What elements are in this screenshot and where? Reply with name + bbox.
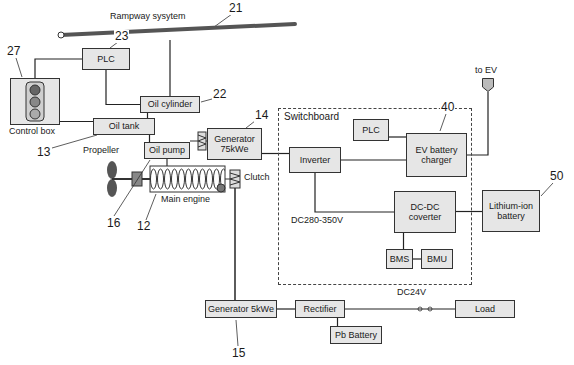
- wire: [456, 211, 482, 212]
- box-label: Lithium-ion battery: [485, 201, 537, 222]
- clutch-symbol: [225, 170, 240, 188]
- callout-number: 22: [212, 88, 227, 101]
- wire: [170, 40, 171, 96]
- charger-box: EV battery charger: [406, 133, 467, 177]
- main-engine: [150, 166, 225, 192]
- oil-cylinder-box: Oil cylinder: [140, 96, 200, 113]
- box-label: Generator 5kWe: [208, 304, 274, 314]
- generator-box: Generator 5kWe: [205, 300, 277, 318]
- wire-line: [341, 159, 406, 160]
- callout-number: 27: [6, 45, 21, 58]
- callout-number: 14: [254, 109, 269, 122]
- callout-number: 15: [231, 347, 246, 360]
- wire-line: [467, 92, 488, 155]
- wire-line: [277, 308, 295, 309]
- node-label: Control box: [9, 126, 55, 136]
- box-label: Load: [475, 304, 495, 314]
- ramp-bar: [55, 20, 300, 40]
- wire: [337, 318, 338, 326]
- wire-line: [35, 59, 82, 78]
- box-label: PLC: [97, 54, 115, 64]
- pump-drive: [166, 158, 167, 166]
- part-label: Propeller: [82, 146, 120, 156]
- leader-lines: [16, 14, 553, 346]
- generator-box: Generator 75kWe: [207, 128, 262, 160]
- shaft: [112, 178, 150, 180]
- box-label: Generator 75kWe: [210, 134, 259, 155]
- wire-line: [262, 153, 289, 154]
- wire: [60, 121, 93, 122]
- shaft-to-generator: [234, 188, 236, 300]
- callout-number: 40: [440, 101, 455, 114]
- box-label: EV battery charger: [409, 145, 464, 166]
- rectifier-box: Rectifier: [295, 300, 345, 318]
- rampway-system: Rampway sysytem: [55, 20, 300, 40]
- oil-pump-box: Oil pump: [144, 142, 190, 159]
- wire: [35, 59, 82, 78]
- box-label: Pb Battery: [335, 330, 377, 340]
- box-label: Oil tank: [109, 121, 140, 131]
- wire: [389, 137, 406, 138]
- plc-box: PLC: [353, 119, 389, 141]
- wire-line: [169, 40, 170, 96]
- wire: [277, 309, 295, 310]
- load-box: Load: [455, 300, 515, 318]
- bms-box: BMS: [386, 249, 413, 269]
- callout-number: 23: [114, 30, 129, 43]
- wire-line: [389, 136, 406, 137]
- box-label: BMS: [390, 254, 410, 264]
- node-label: Switchboard: [284, 111, 339, 123]
- ev-connector: to EV: [482, 78, 494, 92]
- bmu-box: BMU: [421, 249, 453, 269]
- part-label: Clutch: [243, 173, 271, 183]
- switchboard-group: SwitchboardPLC Inverter EV battery charger…: [278, 108, 472, 285]
- callout-number: 13: [36, 146, 51, 159]
- wire: [315, 173, 394, 212]
- wire: [345, 309, 455, 310]
- box-label: PLC: [362, 125, 380, 135]
- voltage-label: DC24V: [396, 288, 427, 298]
- wire-line: [149, 135, 150, 142]
- box-label: Rectifier: [303, 304, 336, 314]
- wire: [106, 70, 140, 105]
- wire-line: [413, 258, 421, 259]
- box-label: DC-DC coverter: [397, 202, 453, 223]
- wire-line: [456, 211, 482, 212]
- battery-box: Pb Battery: [330, 326, 382, 344]
- ev-plug: [482, 78, 494, 92]
- callout-number: 16: [106, 217, 121, 230]
- battery-box: Lithium-ion battery: [482, 190, 540, 232]
- signal-lights: [11, 79, 59, 124]
- wire-line: [403, 233, 404, 249]
- wire-line: [345, 308, 455, 309]
- box-label: BMU: [427, 254, 447, 264]
- node-label: Rampway sysytem: [110, 11, 186, 21]
- callout-number: 50: [549, 170, 564, 183]
- box-label: Inverter: [300, 155, 331, 165]
- wire-line: [315, 173, 394, 212]
- voltage-label: DC280-350V: [290, 216, 344, 226]
- wire: [149, 135, 150, 142]
- wire-line: [337, 318, 338, 326]
- box-label: Oil pump: [149, 145, 185, 155]
- wire: [403, 233, 404, 249]
- gear-coupling: [190, 132, 207, 150]
- wire-line: [106, 70, 140, 105]
- part-label: Main engine: [160, 195, 211, 205]
- wire: [413, 259, 421, 260]
- oil-tank-box: Oil tank: [93, 118, 155, 135]
- inverter-box: Inverter: [289, 147, 341, 173]
- converter-box: DC-DC coverter: [394, 191, 456, 233]
- wire-line: [60, 121, 93, 122]
- callout-number: 12: [136, 220, 151, 233]
- callout-number: 21: [228, 2, 243, 15]
- node-label: to EV: [475, 65, 497, 75]
- control-box: Control box: [10, 78, 60, 125]
- wire: [341, 160, 406, 161]
- box-label: Oil cylinder: [148, 99, 193, 109]
- plc-box: PLC: [82, 48, 130, 70]
- wire: [467, 92, 488, 155]
- wire: [262, 153, 289, 154]
